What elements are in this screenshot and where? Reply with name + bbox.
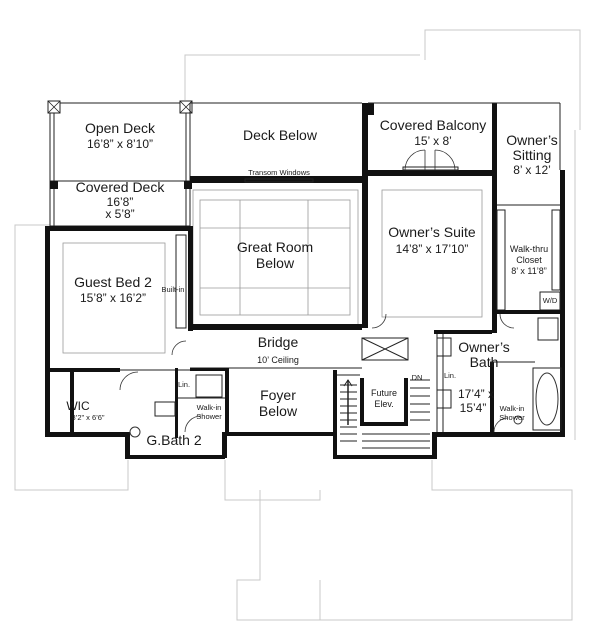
dn-label: DN (412, 373, 423, 382)
future-elev-line2: Elev. (374, 399, 393, 409)
wd-label: W/D (543, 296, 558, 305)
wic-name: WIC (66, 399, 90, 413)
walk-thru-closet-line1: Walk-thru (510, 244, 548, 254)
deck-below-name: Deck Below (243, 127, 318, 143)
bridge-name: Bridge (258, 334, 299, 350)
covered-balcony-name: Covered Balcony (380, 117, 487, 133)
owners-bath-dims2: 15’4” (460, 401, 487, 415)
future-elev-line1: Future (371, 388, 397, 398)
walkin-shower-right-line2: Shower (499, 413, 525, 422)
deck-below-area (189, 102, 561, 183)
covered-deck-dims2: x 5’8” (105, 207, 134, 221)
transom-label: Transom Windows (248, 168, 310, 177)
guest-bed-dims: 15’8” x 16’2” (80, 291, 146, 305)
walk-thru-closet-dims: 8’ x 11’8” (511, 266, 547, 276)
covered-deck-dims1: 16’8” (107, 195, 134, 209)
open-deck-dims: 16’8” x 8’10” (87, 137, 153, 151)
walkin-shower-left-line1: Walk-in (197, 403, 222, 412)
great-room-line1: Great Room (237, 239, 313, 255)
walkin-shower-right-line1: Walk-in (500, 404, 525, 413)
built-in-label: Built-in (162, 285, 185, 294)
bridge-note: 10’ Ceiling (257, 355, 299, 365)
walkin-shower-left-line2: Shower (196, 412, 222, 421)
owners-sitting-line1: Owner’s (506, 132, 558, 148)
covered-balcony-dims: 15’ x 8’ (414, 134, 452, 148)
owners-sitting-dims: 8’ x 12’ (513, 163, 551, 177)
owners-suite-name: Owner’s Suite (388, 224, 476, 240)
wic-dims: 8’2” x 6’6” (72, 413, 105, 422)
guest-bed-name: Guest Bed 2 (74, 274, 152, 290)
owners-suite-ceiling (381, 189, 483, 318)
g-bath-label: G.Bath 2 (146, 432, 201, 448)
foyer-line1: Foyer (260, 387, 296, 403)
great-room-line2: Below (256, 255, 295, 271)
guest-bed-ceiling (62, 234, 187, 354)
stair-core (337, 337, 430, 449)
room-labels: Open Deck 16’8” x 8’10” Deck Below Cover… (66, 117, 558, 448)
walk-thru-closet-line2: Closet (516, 255, 542, 265)
lower-floor-outline (14, 29, 581, 621)
owners-bath-area (434, 204, 562, 433)
lin-right-label: Lin. (444, 371, 456, 380)
owners-bath-dims1: 17’4” x (458, 387, 494, 401)
lower-left-rooms (50, 368, 229, 438)
lin-left-label: Lin. (178, 380, 190, 389)
owners-bath-line2: Bath (470, 354, 499, 370)
open-deck-name: Open Deck (85, 120, 156, 136)
owners-sitting-line2: Sitting (513, 147, 552, 163)
covered-deck-name: Covered Deck (76, 179, 166, 195)
owners-suite-dims: 14’8” x 17’10” (396, 242, 469, 256)
owners-bath-line1: Owner’s (458, 339, 510, 355)
foyer-line2: Below (259, 403, 298, 419)
